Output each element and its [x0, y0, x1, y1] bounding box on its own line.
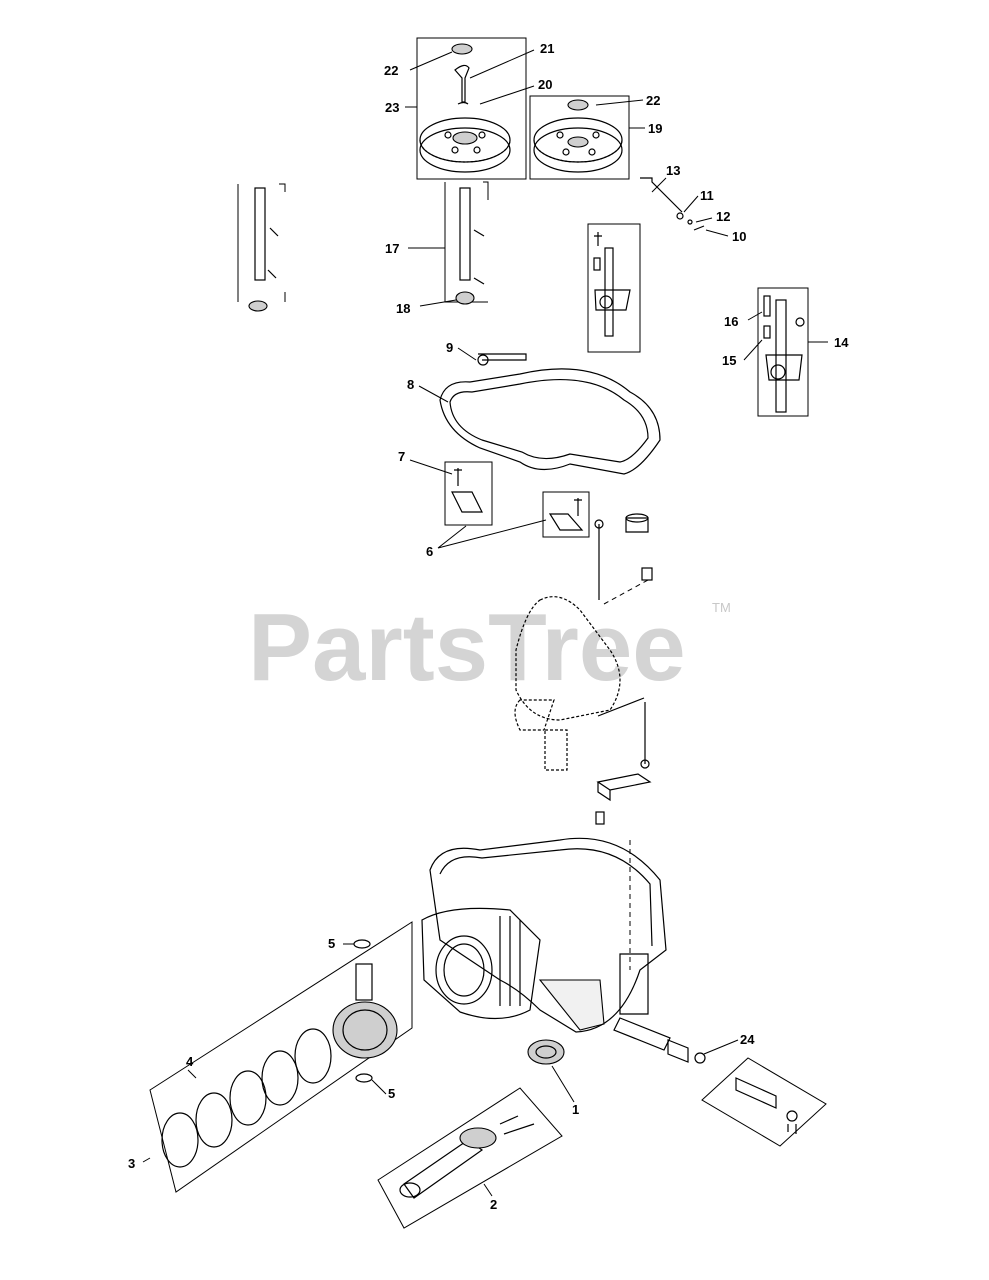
callout-5b: 5: [388, 1086, 395, 1101]
callout-21: 21: [540, 41, 554, 56]
callout-22: 22: [384, 63, 398, 78]
seal-1: [527, 1039, 565, 1065]
callout-24: 24: [740, 1032, 755, 1047]
fitting-24: [694, 1052, 706, 1064]
rod-box: [377, 1087, 563, 1229]
callout-1: 1: [572, 1102, 579, 1117]
gasket-8: [439, 368, 661, 475]
callout-18: 18: [396, 301, 410, 316]
lever-21: [454, 64, 470, 103]
clip-5b: [355, 1073, 373, 1083]
pushrod-17: [444, 181, 489, 305]
bracket-box-right: [542, 491, 590, 538]
gear-19-box: [529, 95, 630, 180]
pushrod-left: [237, 183, 286, 312]
callout-7: 7: [398, 449, 405, 464]
cylinder: [421, 907, 541, 1020]
pin-15: [763, 325, 771, 339]
clip-20: [457, 101, 469, 105]
callout-20: 20: [538, 77, 552, 92]
callout-9: 9: [446, 340, 453, 355]
oil-filter-adapter: [613, 1017, 706, 1064]
crankshaft: [514, 596, 650, 771]
piston-box: [149, 921, 413, 1193]
pin: [355, 963, 373, 1001]
clip-5a: [353, 939, 371, 949]
callout-6: 6: [426, 544, 433, 559]
callout-14: 14: [834, 335, 849, 350]
callout-12: 12: [716, 209, 730, 224]
pin-12: [687, 219, 693, 225]
washer-22b: [567, 99, 589, 111]
governor-14-box: [757, 287, 809, 417]
breather-9: [477, 353, 527, 366]
watermark-trademark: TM: [712, 600, 731, 615]
callout-4: 4: [186, 1054, 194, 1069]
crank-bolt: [594, 519, 653, 605]
counterweight-block: [625, 513, 649, 533]
callout-23: 23: [385, 100, 399, 115]
callout-17: 17: [385, 241, 399, 256]
callout-3: 3: [128, 1156, 135, 1171]
washer-22: [451, 43, 473, 55]
pin-10: [693, 225, 705, 231]
callout-2: 2: [490, 1197, 497, 1212]
ring: [294, 1028, 332, 1084]
shaft-13: [640, 177, 705, 231]
crankcase-1: [429, 837, 667, 1033]
callout-labels: 22 21 20 23 22 19 13 11 12 10 17 18 16 1…: [128, 41, 849, 1212]
callout-10: 10: [732, 229, 746, 244]
cam-gear-assembly-box: [416, 37, 527, 180]
governor-box: [587, 223, 641, 353]
callout-16: 16: [724, 314, 738, 329]
watermark-text: PartsTree: [248, 594, 686, 701]
callout-8: 8: [407, 377, 414, 392]
callout-11: 11: [700, 188, 714, 203]
bracket-box-left: [444, 461, 493, 526]
connecting-block: [595, 773, 652, 825]
leader-lines: [142, 49, 828, 1197]
seal-18: [455, 291, 475, 305]
callout-15: 15: [722, 353, 736, 368]
callout-13: 13: [666, 163, 680, 178]
oil-sensor-box: [701, 1057, 827, 1147]
bolt-16: [763, 295, 771, 317]
callout-5a: 5: [328, 936, 335, 951]
callout-19: 19: [648, 121, 662, 136]
washer-11: [676, 212, 684, 220]
callout-22b: 22: [646, 93, 660, 108]
